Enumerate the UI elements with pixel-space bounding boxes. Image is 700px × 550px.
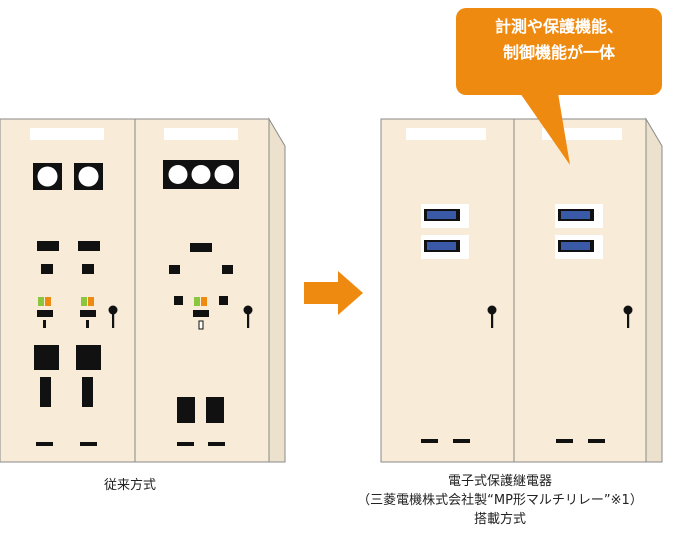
relay-block	[174, 296, 183, 305]
door-handle-icon	[623, 305, 633, 328]
relay-display	[427, 211, 456, 219]
name-plate	[164, 128, 238, 140]
panel-right-1	[380, 118, 515, 463]
relay-display	[561, 211, 590, 219]
ventilation-slot	[177, 442, 194, 446]
relay-display	[427, 242, 456, 250]
door-handle-icon	[108, 305, 118, 328]
panel-right-2	[513, 118, 647, 463]
gauge-face	[78, 166, 99, 187]
gauge-face	[37, 166, 58, 187]
callout-line-1: 計測や保護機能、	[494, 17, 623, 36]
indicator-lamp-orange	[201, 297, 207, 306]
relay-block	[190, 243, 212, 252]
relay-block	[78, 241, 100, 251]
door-handle-icon	[487, 305, 497, 328]
device-block	[82, 377, 93, 407]
electronic-caption-line-2: （三菱電機株式会社製“MP形マルチリレー”※1）	[357, 493, 643, 508]
callout-line-2: 制御機能が一体	[502, 43, 615, 62]
relay-display	[561, 242, 590, 250]
gauge-face	[191, 165, 211, 184]
name-plate	[30, 128, 104, 140]
device-block	[40, 377, 51, 407]
electronic-switchgear	[380, 117, 663, 463]
control-switch-stem	[86, 320, 89, 328]
control-switch-stem	[43, 320, 46, 328]
callout-text: 計測や保護機能、 制御機能が一体	[456, 14, 662, 66]
panel-left-1	[0, 118, 136, 463]
ventilation-slot	[36, 442, 53, 446]
control-switch	[37, 310, 53, 317]
gauge-face	[168, 165, 188, 184]
conventional-caption: 従来方式	[103, 478, 156, 493]
ventilation-slot	[453, 439, 470, 443]
control-switch-stem	[198, 320, 204, 330]
indicator-lamp-green	[81, 297, 87, 306]
device-block	[34, 345, 59, 370]
speech-bubble	[456, 8, 662, 165]
indicator-lamp-orange	[45, 297, 51, 306]
relay-block	[169, 265, 180, 274]
control-switch	[193, 310, 209, 317]
device-block	[206, 397, 224, 423]
cabinet-side-face	[268, 117, 286, 463]
ventilation-slot	[421, 439, 438, 443]
ventilation-slot	[80, 442, 97, 446]
indicator-lamp-orange	[88, 297, 94, 306]
electronic-caption-line-3: 搭載方式	[473, 512, 526, 527]
relay-block	[41, 264, 53, 274]
indicator-lamp-green	[38, 297, 44, 306]
relay-block	[219, 296, 228, 305]
control-switch	[80, 310, 96, 317]
name-plate	[406, 128, 486, 140]
electronic-caption-line-1: 電子式保護継電器	[447, 474, 552, 489]
gauge-face	[214, 165, 234, 184]
device-block	[76, 345, 101, 370]
door-handle-icon	[243, 305, 253, 328]
relay-block	[222, 265, 233, 274]
ventilation-slot	[556, 439, 573, 443]
right-arrow-icon	[304, 271, 363, 315]
electronic-caption: 電子式保護継電器 （三菱電機株式会社製“MP形マルチリレー”※1） 搭載方式	[300, 472, 700, 529]
relay-block	[82, 264, 94, 274]
conventional-switchgear	[0, 117, 286, 463]
relay-block	[37, 241, 59, 251]
ventilation-slot	[588, 439, 605, 443]
device-block	[177, 397, 195, 423]
cabinet-side-face	[645, 117, 663, 463]
indicator-lamp-green	[194, 297, 200, 306]
ventilation-slot	[208, 442, 225, 446]
